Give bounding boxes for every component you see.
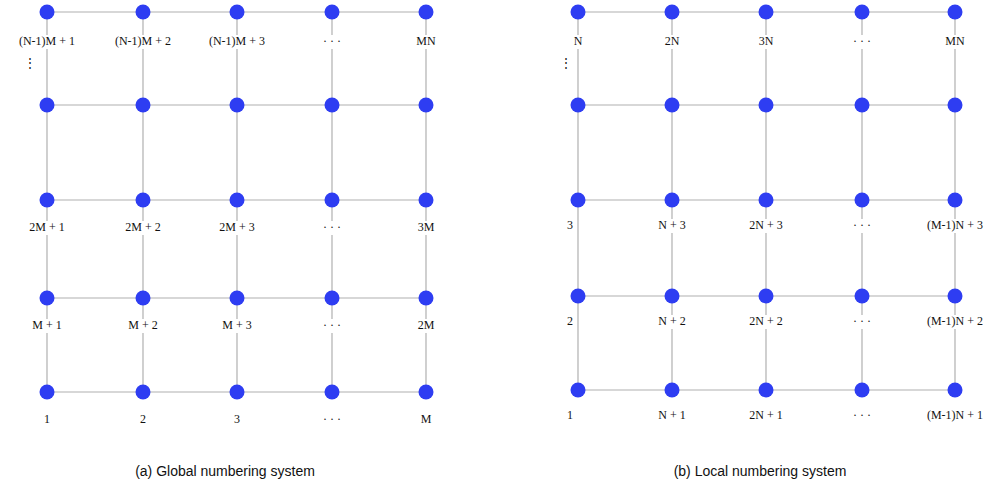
grid-node-dot bbox=[948, 98, 963, 113]
grid-node-dot bbox=[325, 385, 340, 400]
grid-node-dot bbox=[759, 383, 774, 398]
node-number-label: 2M + 3 bbox=[217, 221, 256, 234]
node-number-label: · · · bbox=[851, 315, 873, 328]
grid-node-dot bbox=[855, 98, 870, 113]
grid-node-dot bbox=[230, 291, 245, 306]
node-number-label: 2M bbox=[416, 319, 437, 332]
grid-node-dot bbox=[40, 193, 55, 208]
node-number-label: · · · bbox=[851, 219, 873, 232]
node-number-label: N bbox=[572, 35, 585, 48]
grid-node-dot bbox=[665, 193, 680, 208]
grid-node-dot bbox=[948, 5, 963, 20]
node-number-label: 3N bbox=[757, 35, 776, 48]
grid-node-dot bbox=[948, 289, 963, 304]
node-number-label: 1 bbox=[42, 413, 52, 426]
node-number-label: M bbox=[419, 413, 434, 426]
node-number-label: M + 3 bbox=[220, 319, 253, 332]
grid-node-dot bbox=[230, 98, 245, 113]
grid-node-dot bbox=[571, 383, 586, 398]
node-number-label: N + 3 bbox=[656, 219, 687, 232]
grid-node-dot bbox=[230, 385, 245, 400]
grid-node-dot bbox=[230, 193, 245, 208]
node-number-label: ⋮ bbox=[22, 57, 38, 70]
node-number-label: 2N + 2 bbox=[747, 315, 784, 328]
node-number-label: 2 bbox=[138, 413, 148, 426]
node-number-label: · · · bbox=[321, 413, 343, 426]
node-number-label: ⋮ bbox=[558, 57, 574, 70]
grid-node-dot bbox=[665, 5, 680, 20]
grid-node-dot bbox=[759, 98, 774, 113]
node-number-label: M + 2 bbox=[126, 319, 159, 332]
node-number-label: MN bbox=[943, 35, 966, 48]
grid-node-dot bbox=[948, 193, 963, 208]
grid-node-dot bbox=[665, 383, 680, 398]
node-number-label: 2N + 3 bbox=[747, 219, 784, 232]
grid-node-dot bbox=[571, 289, 586, 304]
grid-node-dot bbox=[948, 383, 963, 398]
node-number-label: 3M bbox=[416, 221, 437, 234]
node-number-label: (N-1)M + 3 bbox=[207, 35, 267, 48]
grid-node-dot bbox=[571, 5, 586, 20]
node-number-label: 2M + 2 bbox=[123, 221, 162, 234]
node-number-label: · · · bbox=[321, 35, 343, 48]
grid-node-dot bbox=[855, 5, 870, 20]
grid-node-dot bbox=[230, 5, 245, 20]
grid-node-dot bbox=[40, 5, 55, 20]
subfigure-caption: (b) Local numbering system bbox=[672, 464, 849, 479]
grid-node-dot bbox=[136, 98, 151, 113]
node-number-label: (M-1)N + 2 bbox=[925, 315, 985, 328]
grid-node-dot bbox=[40, 385, 55, 400]
node-number-label: 1 bbox=[565, 409, 575, 422]
grid-node-dot bbox=[325, 98, 340, 113]
grid-node-dot bbox=[759, 193, 774, 208]
grid-node-dot bbox=[136, 291, 151, 306]
grid-node-dot bbox=[40, 291, 55, 306]
subfigure-caption: (a) Global numbering system bbox=[133, 464, 317, 479]
grid-node-dot bbox=[855, 193, 870, 208]
node-number-label: (M-1)N + 3 bbox=[925, 219, 985, 232]
node-number-label: 3 bbox=[232, 413, 242, 426]
grid-node-dot bbox=[855, 383, 870, 398]
grid-node-dot bbox=[325, 193, 340, 208]
grid-node-dot bbox=[136, 385, 151, 400]
node-number-label: (M-1)N + 1 bbox=[925, 409, 985, 422]
grid-node-dot bbox=[855, 289, 870, 304]
node-number-label: MN bbox=[414, 35, 437, 48]
grid-node-dot bbox=[419, 98, 434, 113]
grid-node-dot bbox=[665, 98, 680, 113]
grid-node-dot bbox=[419, 193, 434, 208]
node-number-label: M + 1 bbox=[30, 319, 63, 332]
grid-node-dot bbox=[759, 5, 774, 20]
grid-local bbox=[571, 5, 963, 398]
node-number-label: (N-1)M + 2 bbox=[113, 35, 173, 48]
grid-global bbox=[40, 5, 434, 400]
grid-node-dot bbox=[136, 5, 151, 20]
grid-node-dot bbox=[419, 5, 434, 20]
node-number-label: N + 2 bbox=[656, 315, 687, 328]
node-number-label: 2 bbox=[565, 315, 575, 328]
grid-node-dot bbox=[40, 98, 55, 113]
node-number-label: (N-1)M + 1 bbox=[17, 35, 77, 48]
grid-node-dot bbox=[571, 193, 586, 208]
node-number-label: 2N + 1 bbox=[747, 409, 784, 422]
node-number-label: 3 bbox=[565, 219, 575, 232]
grid-node-dot bbox=[419, 291, 434, 306]
node-number-label: 2N bbox=[663, 35, 682, 48]
node-number-label: · · · bbox=[851, 409, 873, 422]
grid-node-dot bbox=[665, 289, 680, 304]
node-number-label: N + 1 bbox=[656, 409, 687, 422]
grid-node-dot bbox=[325, 5, 340, 20]
node-number-label: · · · bbox=[321, 221, 343, 234]
node-number-label: · · · bbox=[321, 319, 343, 332]
node-number-label: · · · bbox=[851, 35, 873, 48]
grid-node-dot bbox=[136, 193, 151, 208]
grid-node-dot bbox=[325, 291, 340, 306]
grid-node-dot bbox=[419, 385, 434, 400]
grid-node-dot bbox=[759, 289, 774, 304]
node-number-label: 2M + 1 bbox=[27, 221, 66, 234]
grid-node-dot bbox=[571, 98, 586, 113]
